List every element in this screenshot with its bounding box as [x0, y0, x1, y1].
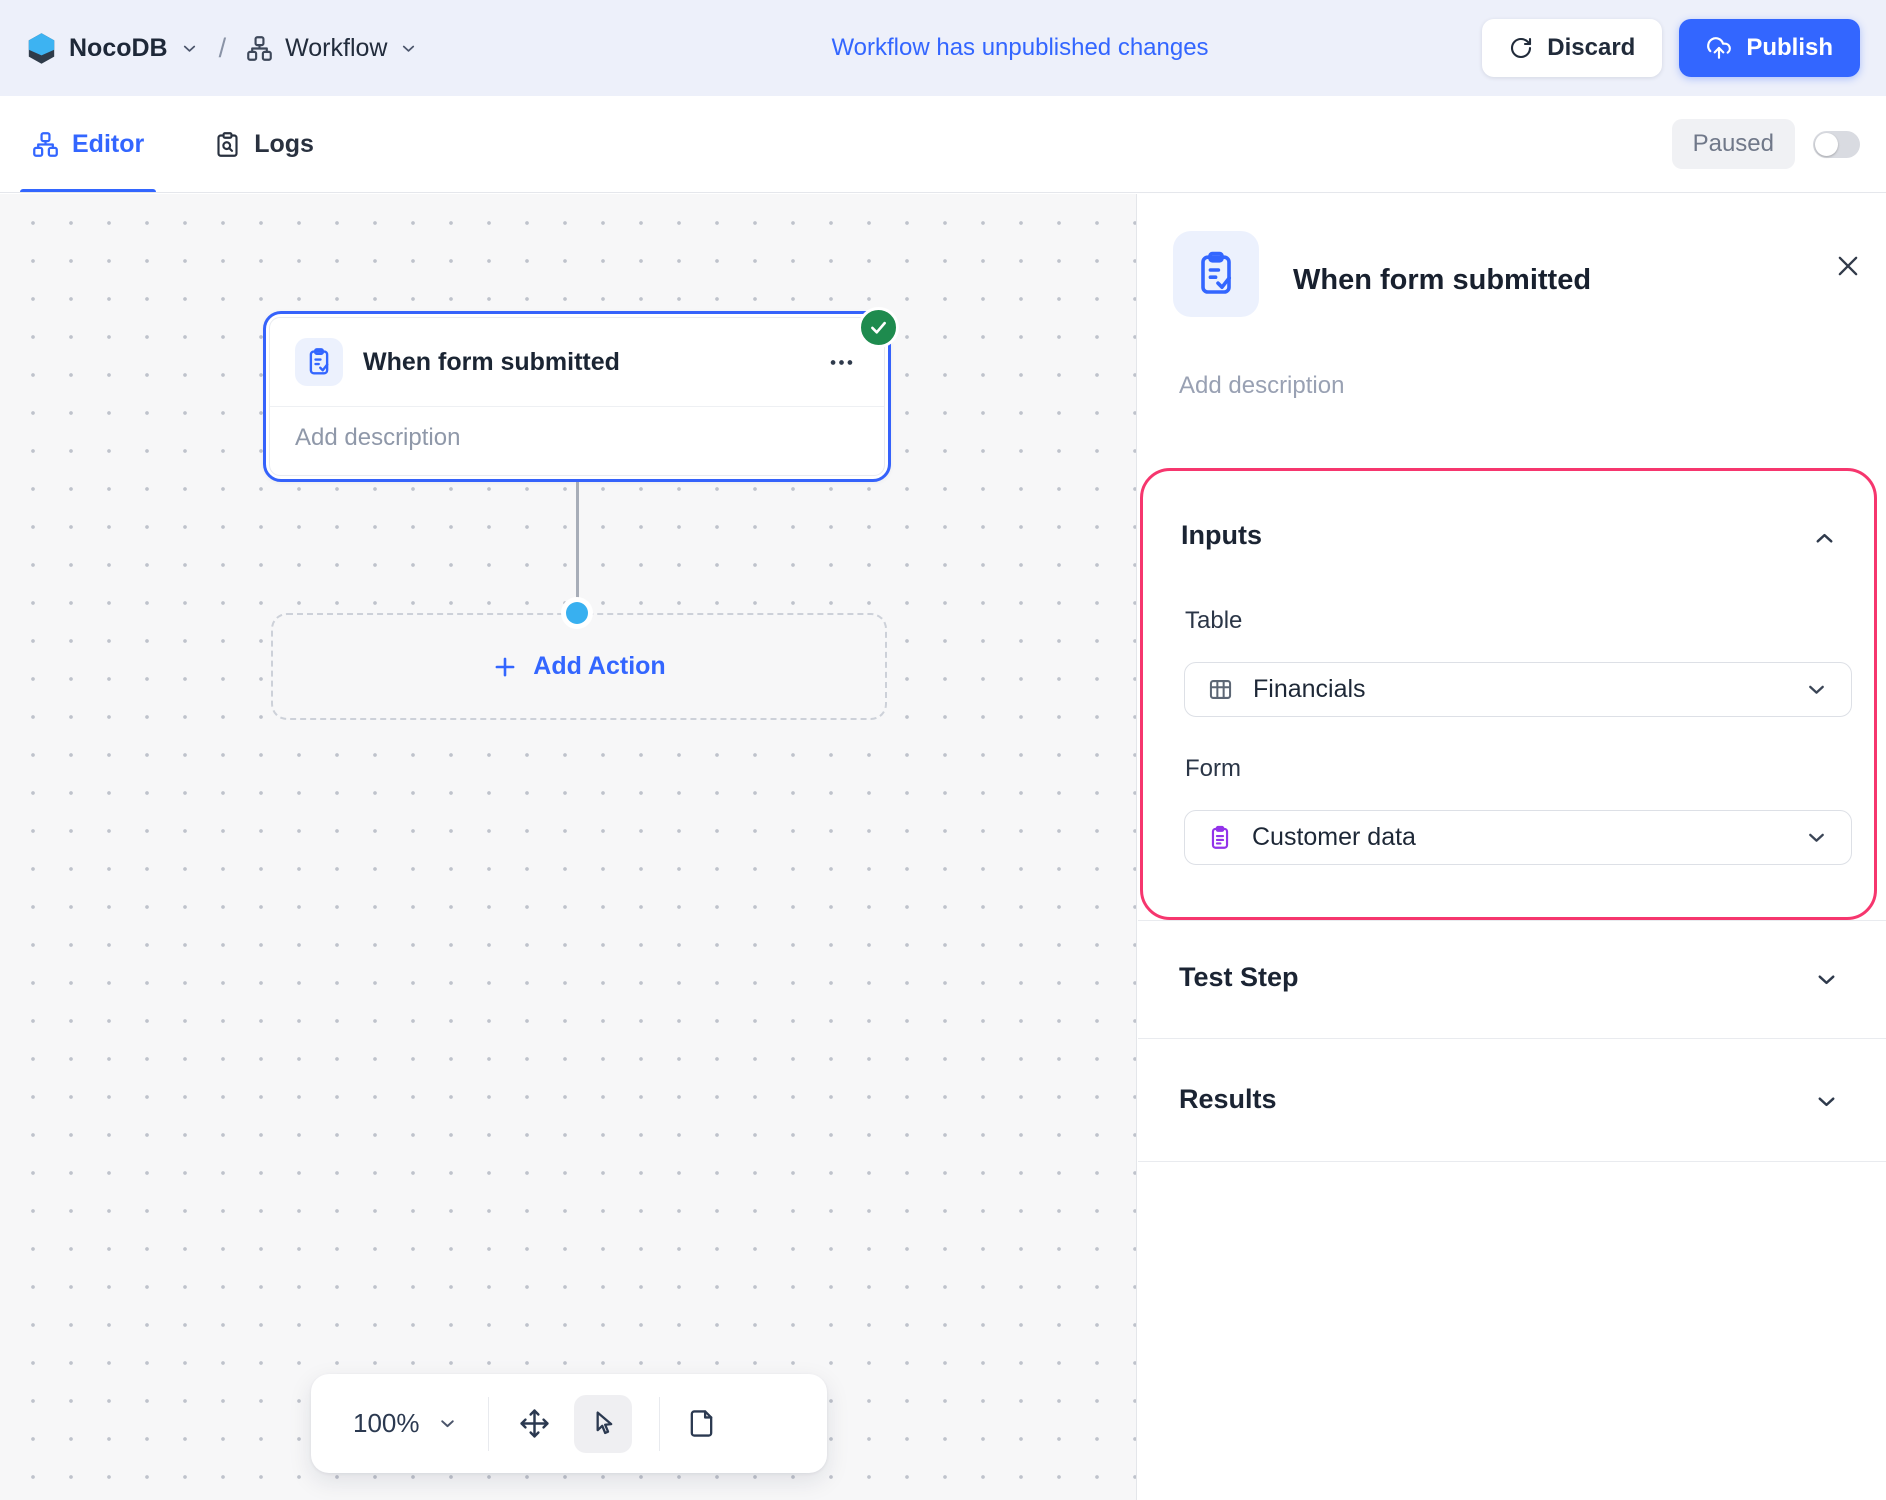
- form-field-label: Form: [1185, 755, 1241, 782]
- logs-tab-label: Logs: [254, 129, 314, 158]
- breadcrumb-separator: /: [218, 32, 227, 63]
- publish-label: Publish: [1746, 34, 1833, 61]
- section-divider: [1138, 1161, 1886, 1162]
- chevron-down-icon: [437, 1413, 458, 1434]
- chevron-down-icon: [1804, 677, 1829, 702]
- chevron-down-icon[interactable]: [180, 39, 199, 58]
- move-tool-icon[interactable]: [519, 1408, 550, 1439]
- logs-icon: [214, 131, 241, 158]
- toggle-knob: [1815, 132, 1838, 156]
- zoom-level-value: 100%: [353, 1408, 420, 1438]
- paused-toggle[interactable]: [1813, 130, 1860, 158]
- connector-line: [576, 482, 579, 614]
- paused-label: Paused: [1671, 119, 1795, 169]
- panel-description-placeholder[interactable]: Add description: [1179, 372, 1345, 399]
- node-menu-ellipsis-icon[interactable]: [824, 345, 859, 380]
- zoom-level-control[interactable]: 100%: [353, 1408, 458, 1439]
- table-select-value: Financials: [1253, 675, 1366, 703]
- breadcrumb: NocoDB / Workflow: [26, 32, 418, 65]
- chevron-up-icon[interactable]: [1811, 525, 1838, 552]
- discard-button[interactable]: Discard: [1482, 19, 1663, 77]
- workflow-name[interactable]: Workflow: [285, 33, 388, 62]
- chevron-down-icon[interactable]: [1813, 966, 1840, 993]
- table-field-label: Table: [1185, 607, 1243, 634]
- canvas-toolbar: 100%: [311, 1374, 827, 1473]
- clipboard-check-icon: [295, 338, 343, 386]
- section-divider: [1138, 920, 1886, 921]
- node-description-placeholder[interactable]: Add description: [295, 424, 461, 451]
- table-select[interactable]: Financials: [1184, 662, 1852, 717]
- cursor-icon: [588, 1409, 617, 1438]
- publish-button[interactable]: Publish: [1679, 19, 1860, 77]
- section-divider: [1138, 1038, 1886, 1039]
- success-badge: [858, 307, 899, 348]
- cloud-upload-icon: [1706, 35, 1732, 61]
- top-bar: NocoDB / Workflow Workflow has unpublish…: [0, 0, 1886, 96]
- test-step-section-title: Test Step: [1179, 962, 1299, 992]
- clipboard-check-icon: [1173, 231, 1259, 317]
- form-select[interactable]: Customer data: [1184, 810, 1852, 865]
- chevron-down-icon[interactable]: [399, 39, 418, 58]
- plus-icon: [492, 654, 518, 680]
- check-icon: [871, 321, 886, 334]
- trigger-node-title: When form submitted: [363, 347, 620, 376]
- chevron-down-icon[interactable]: [1813, 1088, 1840, 1115]
- trigger-node-card: When form submitted Add description: [269, 317, 885, 476]
- nocodb-logo-icon: [26, 32, 57, 65]
- workflow-icon: [246, 35, 273, 62]
- tab-bar: Editor Logs Paused: [0, 96, 1886, 193]
- trigger-node-header: When form submitted: [270, 318, 884, 406]
- add-action-label: Add Action: [533, 652, 666, 680]
- tab-editor[interactable]: Editor: [19, 96, 157, 192]
- add-action-button[interactable]: Add Action: [271, 613, 887, 720]
- editor-tab-label: Editor: [72, 129, 145, 158]
- node-divider: [270, 406, 884, 407]
- workflow-canvas[interactable]: When form submitted Add description Add …: [0, 194, 1137, 1500]
- discard-label: Discard: [1547, 34, 1636, 61]
- table-icon: [1207, 676, 1234, 703]
- toolbar-divider: [658, 1396, 660, 1451]
- form-select-value: Customer data: [1252, 823, 1416, 851]
- close-icon[interactable]: [1832, 250, 1864, 282]
- tab-logs[interactable]: Logs: [214, 96, 314, 192]
- brand-name[interactable]: NocoDB: [69, 33, 168, 62]
- node-config-panel: When form submitted Add description Inpu…: [1138, 194, 1886, 1500]
- form-icon: [1207, 825, 1233, 851]
- select-tool-button[interactable]: [573, 1394, 632, 1453]
- unpublished-changes-message: Workflow has unpublished changes: [831, 34, 1209, 61]
- inputs-section-highlight: Inputs Table Financials Form: [1140, 468, 1877, 920]
- toolbar-divider: [487, 1396, 489, 1451]
- file-icon[interactable]: [687, 1409, 716, 1438]
- panel-title: When form submitted: [1293, 264, 1592, 296]
- chevron-down-icon: [1804, 825, 1829, 850]
- topbar-actions: Discard Publish: [1482, 19, 1860, 77]
- editor-workflow-icon: [32, 131, 59, 158]
- trigger-node[interactable]: When form submitted Add description: [263, 307, 899, 482]
- results-section-title: Results: [1179, 1084, 1277, 1114]
- inputs-section-title: Inputs: [1181, 520, 1262, 550]
- refresh-icon: [1509, 36, 1533, 60]
- connector-dot[interactable]: [561, 597, 593, 629]
